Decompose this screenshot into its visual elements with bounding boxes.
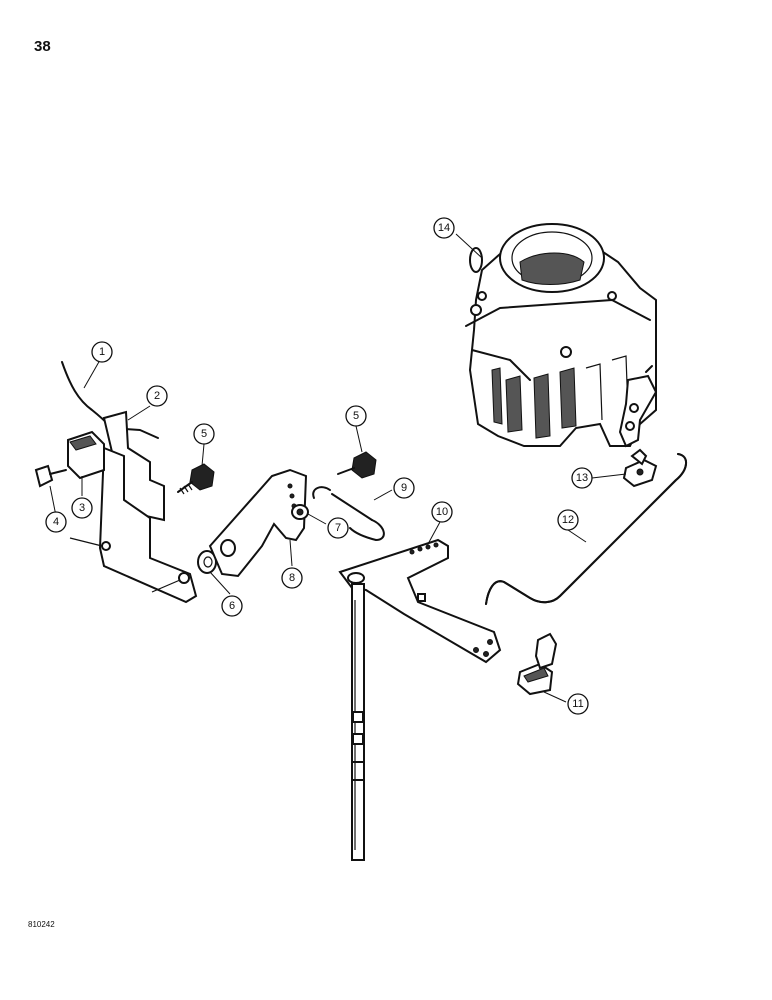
svg-text:4: 4 xyxy=(53,516,59,528)
clip-11 xyxy=(516,632,558,696)
callout-1: 1 xyxy=(91,341,113,363)
callout-6: 6 xyxy=(221,595,243,617)
callout-9: 9 xyxy=(393,477,415,499)
callout-5a: 5 xyxy=(193,423,215,445)
callout-13: 13 xyxy=(571,467,593,489)
retainer-13 xyxy=(622,448,658,488)
bolt-5b xyxy=(337,451,377,479)
carburetor-14 xyxy=(465,223,658,448)
callout-8: 8 xyxy=(281,567,303,589)
svg-text:7: 7 xyxy=(335,522,341,534)
svg-text:12: 12 xyxy=(562,514,574,526)
callout-10: 10 xyxy=(431,501,453,523)
callout-2: 2 xyxy=(146,385,168,407)
callout-5b: 5 xyxy=(345,405,367,427)
governor-lever-10 xyxy=(338,538,502,861)
svg-text:11: 11 xyxy=(572,698,583,710)
svg-text:5: 5 xyxy=(201,428,207,440)
svg-text:10: 10 xyxy=(436,506,448,518)
cable-clamp xyxy=(67,430,105,480)
svg-text:9: 9 xyxy=(401,482,407,494)
svg-text:6: 6 xyxy=(229,600,235,612)
callout-11: 11 xyxy=(567,693,589,715)
bolt-5a xyxy=(177,463,215,495)
callout-4: 4 xyxy=(45,511,67,533)
svg-text:14: 14 xyxy=(438,222,450,234)
leader-lines xyxy=(49,233,627,703)
page-number: 38 xyxy=(34,38,51,55)
callout-3: 3 xyxy=(71,497,93,519)
figure-code: 810242 xyxy=(28,920,55,929)
callout-14: 14 xyxy=(433,217,455,239)
screw-4 xyxy=(34,464,67,488)
svg-text:5: 5 xyxy=(353,410,359,422)
svg-text:13: 13 xyxy=(576,472,588,484)
cable-bracket xyxy=(69,410,198,604)
svg-text:1: 1 xyxy=(99,346,105,358)
svg-text:2: 2 xyxy=(154,390,160,402)
callout-12: 12 xyxy=(557,509,579,531)
spacer-7 xyxy=(291,504,309,520)
callout-7: 7 xyxy=(327,517,349,539)
spring-9 xyxy=(312,486,385,541)
throttle-rod-12 xyxy=(485,453,687,605)
throttle-lever-8 xyxy=(208,468,308,578)
svg-text:8: 8 xyxy=(289,572,295,584)
svg-text:3: 3 xyxy=(79,502,85,514)
